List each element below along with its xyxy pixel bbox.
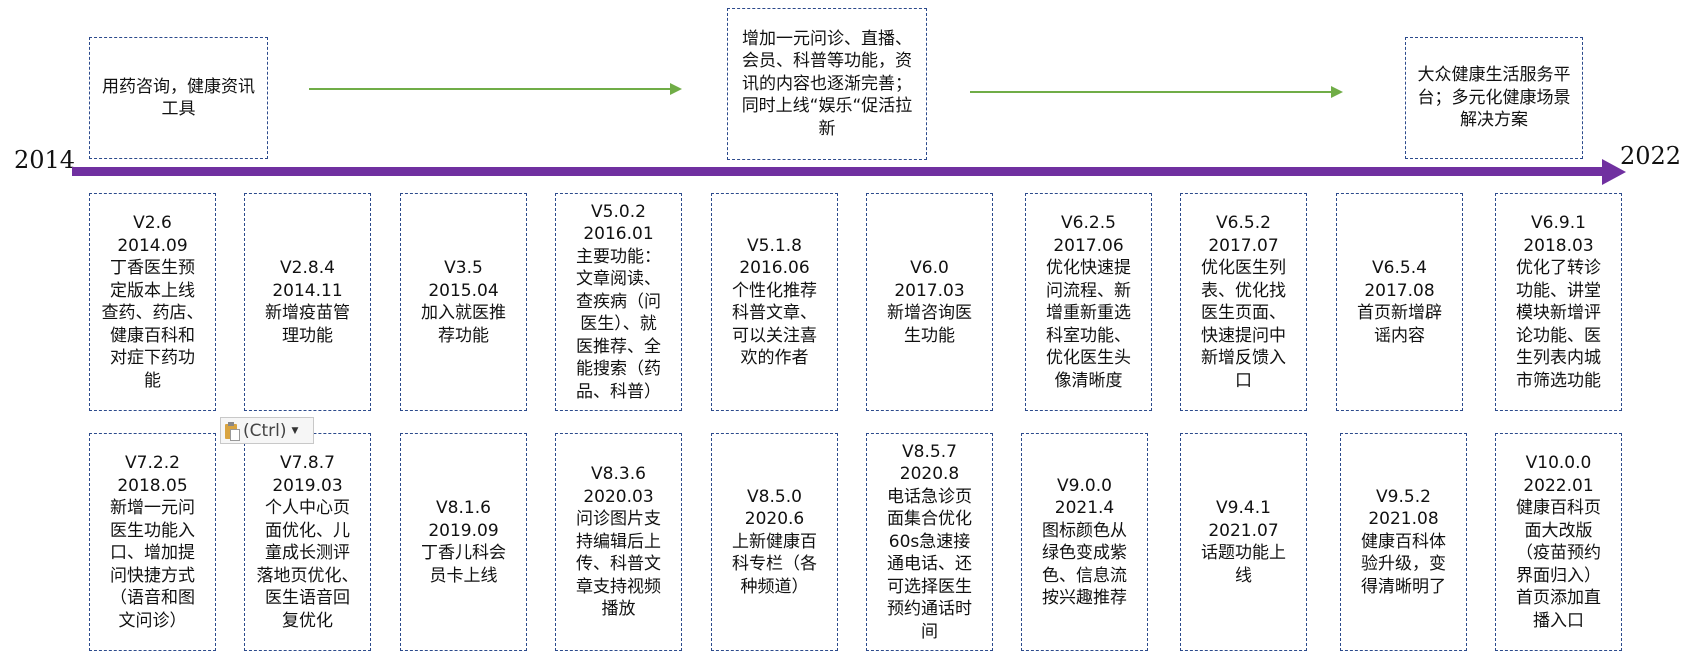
- version-text: V10.0.0 2022.01 健康百科页 面大改版 （疫苗预约 界面归入） 首…: [1516, 453, 1601, 631]
- version-text: V5.0.2 2016.01 主要功能： 文章阅读、 查疾病（问 医生）、就 医…: [576, 201, 661, 402]
- phase-text: 用药咨询，健康资讯工具: [102, 76, 255, 120]
- version-box: V6.2.5 2017.06 优化快速提 问流程、新 增重新重选 科室功能、 优…: [1025, 193, 1152, 411]
- version-box: V5.0.2 2016.01 主要功能： 文章阅读、 查疾病（问 医生）、就 医…: [555, 193, 682, 411]
- version-box: V6.9.1 2018.03 优化了转诊 功能、讲堂 模块新增评 论功能、医 生…: [1495, 193, 1622, 411]
- version-box: V9.5.2 2021.08 健康百科体 验升级，变 得清晰明了: [1340, 433, 1467, 651]
- version-box: V6.5.4 2017.08 首页新增辟 谣内容: [1336, 193, 1463, 411]
- version-box: V6.5.2 2017.07 优化医生列 表、优化找 医生页面、 快速提问中 新…: [1180, 193, 1307, 411]
- phase-box-2: 增加一元问诊、直播、会员、科普等功能，资讯的内容也逐渐完善；同时上线“娱乐“促活…: [727, 8, 927, 160]
- start-year-label: 2014: [14, 146, 76, 174]
- clipboard-icon: [225, 422, 240, 441]
- version-text: V2.6 2014.09 丁香医生预 定版本上线 查药、药店、 健康百科和 对症…: [101, 213, 204, 391]
- version-text: V7.8.7 2019.03 个人中心页 面优化、儿 童成长测评 落地页优化、 …: [256, 453, 359, 631]
- version-text: V9.4.1 2021.07 话题功能上 线: [1201, 498, 1286, 586]
- phase-text: 增加一元问诊、直播、会员、科普等功能，资讯的内容也逐渐完善；同时上线“娱乐“促活…: [741, 28, 913, 139]
- version-box: V10.0.0 2022.01 健康百科页 面大改版 （疫苗预约 界面归入） 首…: [1495, 433, 1622, 651]
- version-box: V8.1.6 2019.09 丁香儿科会 员卡上线: [400, 433, 527, 651]
- version-text: V6.5.4 2017.08 首页新增辟 谣内容: [1357, 258, 1442, 346]
- version-text: V9.0.0 2021.4 图标颜色从 绿色变成紫 色、信息流 按兴趣推荐: [1042, 475, 1127, 609]
- timeline-bar: [72, 167, 1602, 176]
- version-text: V2.8.4 2014.11 新增疫苗管 理功能: [265, 258, 350, 346]
- version-box: V2.8.4 2014.11 新增疫苗管 理功能: [244, 193, 371, 411]
- version-text: V6.9.1 2018.03 优化了转诊 功能、讲堂 模块新增评 论功能、医 生…: [1516, 213, 1601, 391]
- version-box: V5.1.8 2016.06 个性化推荐 科普文章、 可以关注喜 欢的作者: [711, 193, 838, 411]
- version-box: V9.0.0 2021.4 图标颜色从 绿色变成紫 色、信息流 按兴趣推荐: [1021, 433, 1148, 651]
- dropdown-caret-icon: ▼: [291, 425, 299, 436]
- version-text: V8.5.0 2020.6 上新健康百 科专栏（各 种频道）: [732, 486, 817, 597]
- phase-box-3: 大众健康生活服务平台；多元化健康场景解决方案: [1405, 37, 1583, 159]
- version-box: V3.5 2015.04 加入就医推 荐功能: [400, 193, 527, 411]
- version-text: V7.2.2 2018.05 新增一元问 医生功能入 口、增加提 问快捷方式 （…: [110, 453, 195, 631]
- version-text: V8.3.6 2020.03 问诊图片支 持编辑后上 传、科普文 章支持视频 播…: [576, 464, 661, 620]
- version-text: V6.0 2017.03 新增咨询医 生功能: [887, 258, 972, 346]
- phase-box-1: 用药咨询，健康资讯工具: [89, 37, 268, 159]
- version-box: V8.5.7 2020.8 电话急诊页 面集合优化 60s急速接 通电话、还 可…: [866, 433, 993, 651]
- phase-text: 大众健康生活服务平台；多元化健康场景解决方案: [1417, 65, 1571, 131]
- version-text: V5.1.8 2016.06 个性化推荐 科普文章、 可以关注喜 欢的作者: [732, 235, 817, 369]
- version-text: V9.5.2 2021.08 健康百科体 验升级，变 得清晰明了: [1361, 486, 1446, 597]
- paste-options-button[interactable]: (Ctrl) ▼: [220, 417, 314, 444]
- version-text: V8.5.7 2020.8 电话急诊页 面集合优化 60s急速接 通电话、还 可…: [887, 441, 972, 642]
- version-box: V6.0 2017.03 新增咨询医 生功能: [866, 193, 993, 411]
- progress-arrow-1: [309, 83, 682, 95]
- timeline-arrowhead: [1602, 159, 1626, 185]
- version-text: V8.1.6 2019.09 丁香儿科会 员卡上线: [421, 498, 506, 586]
- end-year-label: 2022: [1620, 142, 1682, 170]
- version-box: V8.5.0 2020.6 上新健康百 科专栏（各 种频道）: [711, 433, 838, 651]
- progress-arrow-2: [970, 86, 1343, 98]
- version-box: V2.6 2014.09 丁香医生预 定版本上线 查药、药店、 健康百科和 对症…: [89, 193, 216, 411]
- paste-options-label: (Ctrl): [243, 420, 287, 441]
- version-text: V6.5.2 2017.07 优化医生列 表、优化找 医生页面、 快速提问中 新…: [1201, 213, 1286, 391]
- version-box: V7.2.2 2018.05 新增一元问 医生功能入 口、增加提 问快捷方式 （…: [89, 433, 216, 651]
- version-text: V3.5 2015.04 加入就医推 荐功能: [421, 258, 506, 346]
- version-box: V7.8.7 2019.03 个人中心页 面优化、儿 童成长测评 落地页优化、 …: [244, 433, 371, 651]
- version-text: V6.2.5 2017.06 优化快速提 问流程、新 增重新重选 科室功能、 优…: [1046, 213, 1131, 391]
- version-box: V8.3.6 2020.03 问诊图片支 持编辑后上 传、科普文 章支持视频 播…: [555, 433, 682, 651]
- version-box: V9.4.1 2021.07 话题功能上 线: [1180, 433, 1307, 651]
